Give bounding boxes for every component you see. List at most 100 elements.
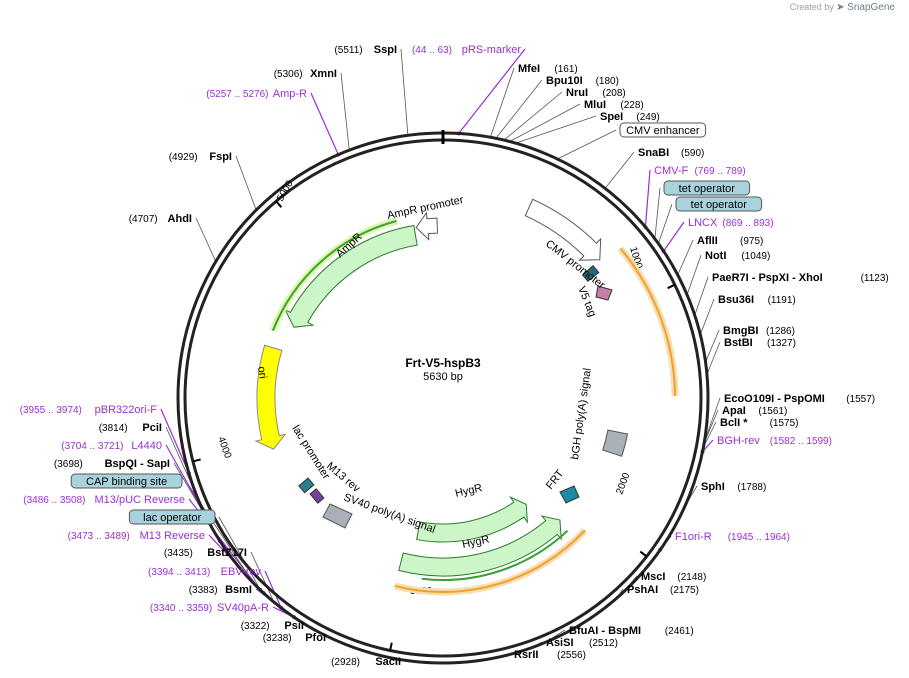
lac-operator-box	[298, 477, 315, 494]
primer-name: pRS-marker	[462, 44, 522, 56]
leader-line-19l	[400, 48, 409, 136]
enzyme-position: (228)	[620, 100, 643, 111]
enzyme-position: (3435)	[164, 548, 193, 559]
leader-line-20l	[458, 48, 526, 134]
bgh-polya-box	[602, 429, 629, 457]
feature-box-label: tet operator	[691, 199, 748, 211]
enzyme-position: (208)	[602, 88, 625, 99]
feature-box	[619, 122, 707, 138]
hygr-arrow-inner	[416, 496, 528, 543]
primer-name: CMV-F	[654, 165, 689, 177]
enzyme-name: SnaBI	[638, 147, 669, 159]
enzyme-name: PsiI	[284, 620, 304, 632]
enzyme-position: (3322)	[241, 621, 270, 632]
enzyme-name: AflII	[697, 235, 718, 247]
enzyme-position: (3383)	[189, 585, 218, 596]
leader-line-1r	[495, 79, 543, 139]
enzyme-name: BspQI - SapI	[105, 458, 170, 470]
frt-label: FRT	[544, 468, 567, 492]
primer-range: (769 .. 789)	[695, 166, 746, 177]
snapgene-credit: Created by ➤ SnapGene	[790, 2, 895, 13]
enzyme-position: (4707)	[129, 214, 158, 225]
leader-line-4r	[515, 115, 597, 144]
tick-label-2000: 2000	[614, 471, 632, 496]
leader-line-0r	[489, 67, 515, 138]
feature-box	[675, 196, 763, 212]
primer-range: (869 .. 893)	[722, 218, 773, 229]
primer-name: M13 Reverse	[140, 530, 205, 542]
enzyme-name: MscI	[641, 571, 665, 583]
tick-mark-3000	[389, 642, 393, 651]
enzyme-name: NruI	[566, 87, 588, 99]
hygr-orange-line	[394, 529, 586, 593]
ampr-promoter-arrow	[415, 211, 438, 241]
m13-rev-box	[309, 488, 325, 504]
enzyme-position: (3238)	[263, 633, 292, 644]
site-labels: MfeI(161)Bpu10I(180)NruI(208)MluI(228)Sp…	[20, 44, 889, 668]
leader-line-3r	[509, 103, 581, 142]
enzyme-position: (975)	[740, 236, 763, 247]
v5-tag-arrow	[595, 285, 613, 301]
enzyme-name: BsmI	[225, 584, 252, 596]
hygr-label-2: HygR	[461, 533, 490, 550]
enzyme-position: (2148)	[677, 572, 706, 583]
enzyme-name: AsiSI	[546, 637, 574, 649]
leader-line-7r	[644, 169, 651, 228]
frt-box	[559, 485, 580, 504]
enzyme-position: (180)	[596, 76, 619, 87]
primer-range: (3340 .. 3359)	[150, 603, 212, 614]
enzyme-name: PfoI	[305, 632, 326, 644]
feature-box-label: lac operator	[143, 512, 201, 524]
primer-range: (3704 .. 3721)	[61, 441, 123, 452]
enzyme-position: (1557)	[846, 394, 875, 405]
leader-line-5r	[557, 129, 617, 160]
primer-range: (3486 .. 3508)	[23, 495, 85, 506]
plasmid-name: Frt-V5-hspB3	[405, 356, 481, 370]
primer-range: (5257 .. 5276)	[206, 89, 268, 100]
leader-line-6r	[604, 151, 635, 189]
primer-name: Amp-R	[273, 88, 307, 100]
enzyme-position: (2556)	[557, 650, 586, 661]
leader-line-15r	[705, 329, 720, 363]
enzyme-name: Bsu36I	[718, 294, 754, 306]
leader-line-5l	[264, 570, 282, 609]
leader-line-6l	[250, 551, 275, 603]
v5-tag-label: V5 tag	[575, 285, 598, 319]
primer-name: SV40pA-R	[217, 602, 269, 614]
sv40-polya-box	[322, 503, 353, 529]
leader-line-12r	[686, 254, 702, 295]
leader-line-11r	[677, 239, 694, 276]
primer-name: BGH-rev	[717, 435, 760, 447]
enzyme-name: PshAI	[627, 584, 658, 596]
ori-label: ori	[255, 366, 269, 380]
lac-promoter-label: lac promoter	[289, 423, 332, 481]
primer-range: (3955 .. 3974)	[20, 405, 82, 416]
leader-line-16r	[706, 341, 721, 375]
primer-name: M13/pUC Reverse	[95, 494, 185, 506]
enzyme-position: (2512)	[589, 638, 618, 649]
enzyme-name: Bpu10I	[546, 75, 583, 87]
leader-line-13r	[694, 276, 709, 316]
leader-line-14r	[699, 298, 715, 335]
ampr-arrow-inner	[283, 224, 418, 328]
enzyme-name: SacII	[375, 656, 401, 668]
leader-line-16l	[235, 155, 257, 211]
tick-mark-4000	[192, 458, 201, 463]
enzyme-position: (1788)	[737, 482, 766, 493]
primer-range: (1945 .. 1964)	[728, 532, 790, 543]
enzyme-position: (161)	[554, 64, 577, 75]
enzyme-position: (2175)	[670, 585, 699, 596]
hspb3-orf	[619, 247, 676, 397]
bgh-polya-label: bGH poly(A) signal	[569, 367, 594, 460]
hygr-label-1: HygR	[454, 482, 484, 500]
leader-line-18l	[340, 72, 350, 151]
leader-line-17l	[310, 92, 339, 155]
enzyme-position: (1049)	[741, 251, 770, 262]
enzyme-name: BmgBI	[723, 325, 758, 337]
enzyme-name: PaeR7I - PspXI - XhoI	[712, 272, 823, 284]
cmv-promoter-arrow	[524, 198, 602, 261]
m13-rev-label: M13 rev	[324, 460, 363, 495]
hygr-arrow-outer	[398, 515, 562, 577]
hygr-green-line	[421, 530, 569, 581]
primer-name: LNCX	[688, 217, 718, 229]
